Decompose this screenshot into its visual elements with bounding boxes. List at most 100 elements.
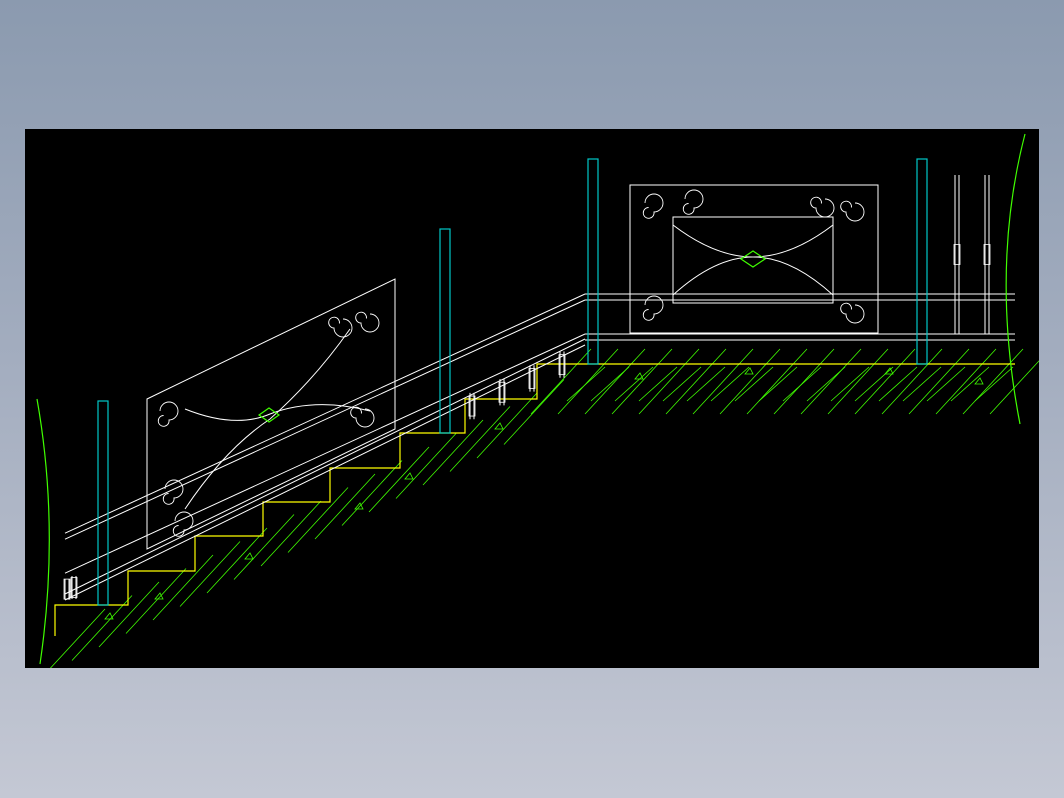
scroll-curl xyxy=(355,311,380,333)
aggregate-mark xyxy=(154,592,164,600)
scroll-curl xyxy=(682,189,704,215)
hatch-line xyxy=(566,366,606,402)
hatch-line xyxy=(662,366,702,402)
break-lines xyxy=(36,133,1026,665)
newel-post xyxy=(587,158,599,365)
newel-post xyxy=(97,400,109,606)
hatch-line xyxy=(590,366,630,402)
level-panel-frame xyxy=(629,184,879,334)
scroll-curl xyxy=(642,193,664,219)
hatch-line xyxy=(692,348,754,415)
baluster-twist xyxy=(528,368,536,389)
ornament-arc xyxy=(184,404,371,421)
hatch-line xyxy=(854,366,894,402)
aggregate-mark xyxy=(884,367,894,375)
aggregate-mark xyxy=(634,372,644,380)
baluster-twist xyxy=(63,578,71,600)
baluster-twist xyxy=(70,577,78,598)
hatch-line xyxy=(611,348,673,415)
hatch-line xyxy=(449,406,511,472)
sloped-rail-line xyxy=(64,299,586,540)
hatch-line xyxy=(935,348,997,415)
hatch-line xyxy=(974,366,1014,402)
sloped-rail-line xyxy=(64,333,586,574)
scroll-curl xyxy=(810,196,835,218)
ornament-center-knot xyxy=(257,407,281,423)
hatch-line xyxy=(422,419,484,486)
hatch-line xyxy=(926,366,966,402)
hatch-line xyxy=(152,554,214,621)
ornament-arc xyxy=(184,328,351,510)
hatch-line xyxy=(881,348,943,415)
hatch-line xyxy=(830,366,870,402)
hatch-line xyxy=(665,348,727,415)
aggregate-mark xyxy=(104,612,114,620)
aggregate-mark xyxy=(494,422,504,430)
hatch-line xyxy=(782,366,822,402)
bottom-rail-line xyxy=(64,338,586,595)
scroll-curl xyxy=(162,479,184,505)
hatch-line xyxy=(368,446,430,513)
scroll-curl xyxy=(350,406,375,428)
railing-elevation-drawing xyxy=(36,133,1039,668)
baluster-twist xyxy=(953,244,961,265)
aggregate-mark xyxy=(354,502,364,510)
hatch-line xyxy=(179,541,241,607)
baluster-group xyxy=(63,175,991,600)
hatch-line xyxy=(827,348,889,415)
scroll-curl xyxy=(642,295,664,321)
cad-viewport[interactable] xyxy=(25,129,1039,668)
sloped-rail-line xyxy=(64,293,586,534)
hatch-line xyxy=(287,487,349,553)
hatch-line xyxy=(719,348,781,415)
scroll-curl xyxy=(840,200,865,222)
hatch-line xyxy=(476,392,538,459)
hatch-line xyxy=(98,581,160,648)
hatch-line xyxy=(233,514,295,580)
hatch-line xyxy=(638,366,678,402)
hatch-line xyxy=(341,460,403,526)
hatch-line xyxy=(314,473,376,540)
hatch-line xyxy=(908,348,970,415)
hatch-line xyxy=(962,348,1024,415)
hatch-line xyxy=(806,366,846,402)
ornamental-panels xyxy=(146,184,879,550)
newel-post xyxy=(916,158,928,365)
ground-hatch xyxy=(49,348,1039,668)
hatch-line xyxy=(557,348,619,415)
newel-posts xyxy=(97,158,928,606)
left-break-line xyxy=(36,398,50,665)
hatch-line xyxy=(878,366,918,402)
sloped-panel-frame xyxy=(146,278,396,550)
newel-post xyxy=(439,228,451,434)
hatch-line xyxy=(902,366,942,402)
ornament-arc xyxy=(672,224,834,258)
baluster-twist xyxy=(983,244,991,265)
hatch-line xyxy=(530,348,592,415)
aggregate-mark xyxy=(244,552,254,560)
scroll-curl xyxy=(157,401,179,427)
ornament-center-knot xyxy=(739,250,767,268)
hatch-line xyxy=(950,366,990,402)
hatch-line xyxy=(260,500,322,567)
hatch-line xyxy=(395,433,457,499)
scroll-curl xyxy=(328,316,353,338)
hatch-line xyxy=(614,366,654,402)
hatch-line xyxy=(638,348,700,415)
aggregate-mark xyxy=(974,377,984,385)
aggregate-mark xyxy=(404,472,414,480)
level-panel-inner-frame xyxy=(672,216,834,304)
hatch-line xyxy=(206,527,268,594)
hatch-line xyxy=(854,348,916,415)
handrail-lines xyxy=(64,293,1015,601)
step-profile-line xyxy=(54,363,1015,636)
hatch-line xyxy=(49,608,106,668)
hatch-line xyxy=(989,360,1039,415)
baluster-twist xyxy=(558,354,566,376)
hatch-line xyxy=(686,366,726,402)
hatch-line xyxy=(71,595,133,661)
aggregate-mark xyxy=(744,367,754,375)
hatch-line xyxy=(503,379,565,445)
scroll-curl xyxy=(172,511,194,537)
scroll-curl xyxy=(840,302,865,324)
